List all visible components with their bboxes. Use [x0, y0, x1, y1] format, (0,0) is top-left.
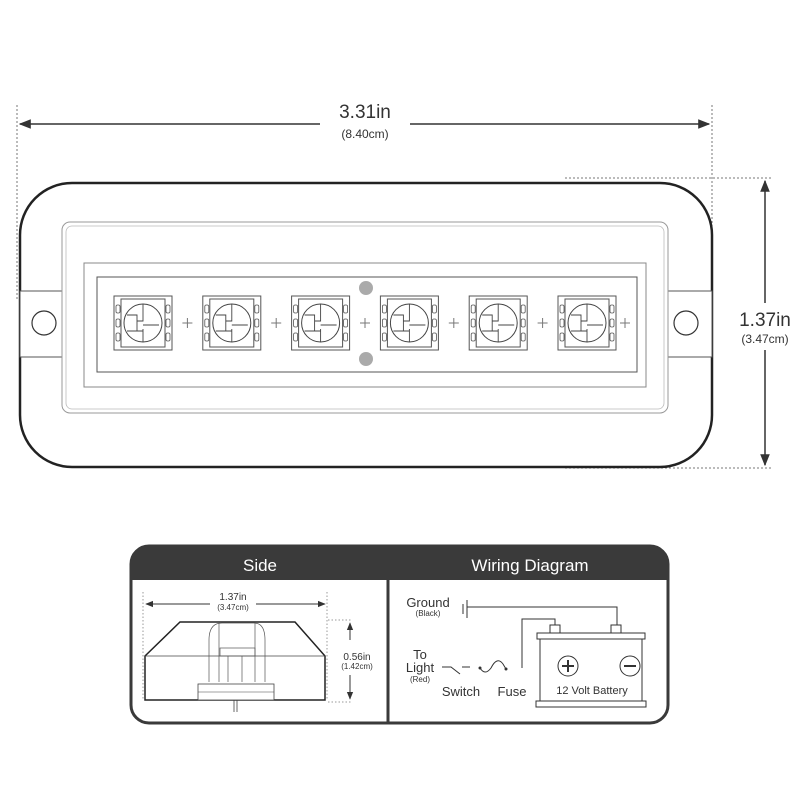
info-panel: Side Wiring Diagram 1.37in (3.47cm) 0.56…	[129, 544, 670, 725]
screw-dot	[359, 352, 373, 366]
light-color: (Red)	[410, 675, 430, 684]
to-label: To	[413, 647, 427, 662]
ground-label: Ground	[406, 595, 449, 610]
mounting-hole-right	[673, 310, 699, 336]
width-dimension: 3.31in (8.40cm)	[16, 102, 713, 300]
plus-marker	[620, 318, 630, 328]
mounting-hole-left	[31, 310, 57, 336]
fuse-label: Fuse	[498, 684, 527, 699]
height-dimension: 1.37in (3.47cm)	[565, 177, 791, 469]
battery-label: 12 Volt Battery	[556, 685, 628, 697]
side-width-cm: (3.47cm)	[217, 603, 249, 612]
fuse-icon	[479, 660, 507, 673]
plus-marker	[537, 318, 548, 328]
height-cm: (3.47cm)	[741, 332, 788, 346]
screw-dot	[359, 281, 373, 295]
wiring-title: Wiring Diagram	[471, 556, 588, 575]
width-inches: 3.31in	[339, 102, 391, 123]
switch-icon	[442, 666, 470, 675]
side-view: 1.37in (3.47cm) 0.56in (1.42cm)	[142, 592, 373, 712]
plus-marker	[271, 318, 282, 328]
plus-marker	[448, 318, 459, 328]
battery-icon: 12 Volt Battery	[535, 624, 647, 708]
side-width-inches: 1.37in	[219, 592, 246, 603]
width-cm: (8.40cm)	[341, 127, 388, 141]
side-height-inches: 0.56in	[343, 652, 370, 663]
ground-color: (Black)	[416, 609, 441, 618]
side-title: Side	[243, 556, 277, 575]
light-body	[18, 181, 714, 469]
plus-marker	[182, 318, 193, 328]
switch-label: Switch	[442, 684, 480, 699]
light-label: Light	[406, 660, 435, 675]
side-height-cm: (1.42cm)	[341, 662, 373, 671]
wiring-diagram: Ground (Black) To Light (Red) Switch Fus…	[406, 595, 647, 708]
plus-marker	[360, 318, 370, 328]
height-inches: 1.37in	[739, 310, 791, 331]
